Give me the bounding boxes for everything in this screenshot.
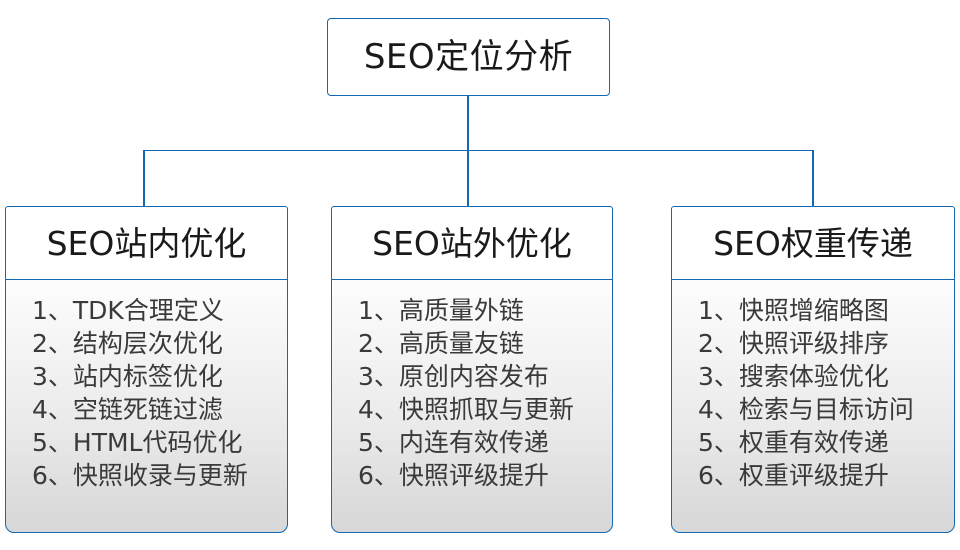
branch-list-1: 1、TDK合理定义 2、结构层次优化 3、站内标签优化 4、空链死链过滤 5、H… [6,294,287,492]
branch-title-2: SEO站外优化 [372,224,572,263]
branch-list-2: 1、高质量外链 2、高质量友链 3、原创内容发布 4、快照抓取与更新 5、内连有… [332,294,612,492]
list-item: 6、快照评级提升 [358,461,549,491]
connector-drop-branch-1 [143,149,145,207]
list-item: 5、内连有效传递 [358,428,549,458]
branch-column-2: SEO站外优化 1、高质量外链 2、高质量友链 3、原创内容发布 4、快照抓取与… [331,206,613,534]
connector-drop-branch-3 [812,149,814,207]
list-item: 2、结构层次优化 [32,329,223,359]
branch-list-3: 1、快照增缩略图 2、快照评级排序 3、搜索体验优化 4、检索与目标访问 5、权… [672,294,954,492]
list-item: 2、快照评级排序 [698,329,889,359]
branch-column-1: SEO站内优化 1、TDK合理定义 2、结构层次优化 3、站内标签优化 4、空链… [5,206,288,534]
connector-horizontal-bus [143,149,814,152]
branch-title-1: SEO站内优化 [46,224,247,263]
root-node-title: SEO定位分析 [363,37,574,77]
list-item: 6、快照收录与更新 [32,461,248,491]
branch-header-2[interactable]: SEO站外优化 [331,206,613,281]
list-item: 4、快照抓取与更新 [358,395,574,425]
branch-title-3: SEO权重传递 [713,224,913,263]
list-item: 2、高质量友链 [358,329,524,359]
list-item: 5、HTML代码优化 [32,428,243,458]
branch-body-2: 1、高质量外链 2、高质量友链 3、原创内容发布 4、快照抓取与更新 5、内连有… [331,279,613,534]
list-item: 4、空链死链过滤 [32,395,223,425]
branch-body-3: 1、快照增缩略图 2、快照评级排序 3、搜索体验优化 4、检索与目标访问 5、权… [671,279,955,534]
connector-root-stem [467,96,469,151]
list-item: 3、搜索体验优化 [698,362,889,392]
branch-body-1: 1、TDK合理定义 2、结构层次优化 3、站内标签优化 4、空链死链过滤 5、H… [5,279,288,534]
branch-header-1[interactable]: SEO站内优化 [5,206,288,281]
connector-drop-branch-2 [467,149,469,207]
list-item: 1、高质量外链 [358,296,524,326]
branch-column-3: SEO权重传递 1、快照增缩略图 2、快照评级排序 3、搜索体验优化 4、检索与… [671,206,955,534]
list-item: 5、权重有效传递 [698,428,889,458]
list-item: 4、检索与目标访问 [698,395,914,425]
list-item: 3、站内标签优化 [32,362,223,392]
list-item: 3、原创内容发布 [358,362,549,392]
root-node[interactable]: SEO定位分析 [327,18,610,96]
branch-header-3[interactable]: SEO权重传递 [671,206,955,281]
list-item: 6、权重评级提升 [698,461,889,491]
list-item: 1、快照增缩略图 [698,296,889,326]
list-item: 1、TDK合理定义 [32,296,224,326]
